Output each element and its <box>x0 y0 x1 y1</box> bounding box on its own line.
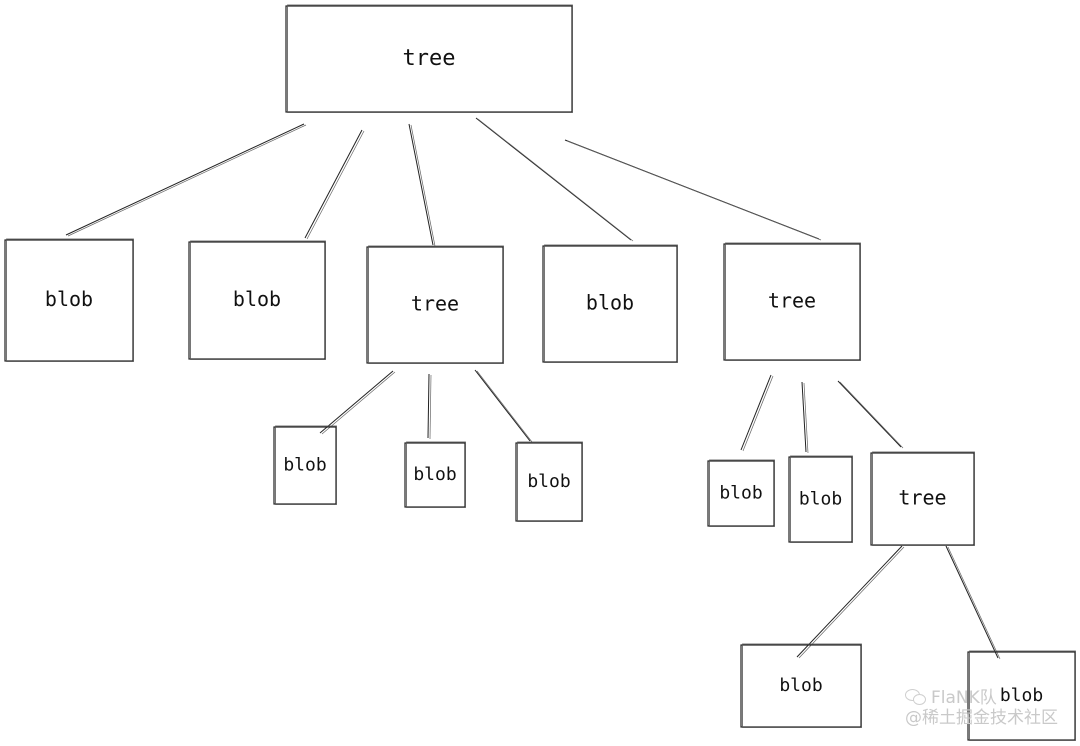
node-label: blob <box>719 483 762 504</box>
node-root: tree <box>285 4 573 113</box>
node-t3b1: blob <box>740 643 862 728</box>
node-t1b1: blob <box>273 425 337 505</box>
node-b1: blob <box>4 238 134 362</box>
edge-t1-t1b2 <box>427 373 432 440</box>
edge-root-b2 <box>304 129 365 240</box>
edge-root-t2 <box>564 139 822 241</box>
node-label: blob <box>233 287 281 311</box>
node-t1: tree <box>366 245 504 364</box>
node-label: blob <box>527 471 570 492</box>
node-label: blob <box>283 455 326 476</box>
node-label: blob <box>799 489 842 510</box>
edge-root-b1 <box>65 123 307 237</box>
node-t2b1: blob <box>707 459 775 527</box>
node-label: blob <box>45 287 93 311</box>
watermark-line1: FlaNK队 <box>931 688 997 708</box>
node-b2: blob <box>188 240 326 360</box>
node-t2: tree <box>723 242 861 361</box>
node-label: tree <box>898 486 946 510</box>
node-t2b2: blob <box>788 455 853 543</box>
node-label: tree <box>411 292 459 316</box>
edge-t3-t3b2 <box>945 545 1001 660</box>
edge-t2-t2b1 <box>740 374 774 452</box>
node-label: blob <box>586 291 634 315</box>
node-t3: tree <box>870 451 975 546</box>
edge-t1-t1b3 <box>474 369 533 443</box>
edge-t2-t2b2 <box>801 381 809 454</box>
node-label: tree <box>768 289 816 313</box>
wechat-icon <box>905 689 927 705</box>
node-t3b2: blob <box>967 650 1076 741</box>
node-t1b2: blob <box>404 441 466 508</box>
watermark-line2: @稀土掘金技术社区 <box>905 708 1058 728</box>
edge-t3-t3b1 <box>796 545 905 659</box>
edge-root-t1 <box>408 123 436 247</box>
node-label: tree <box>403 46 456 71</box>
node-t1b3: blob <box>515 441 583 522</box>
node-label: blob <box>413 464 456 485</box>
node-label: blob <box>779 675 822 696</box>
edge-root-b3 <box>475 117 634 242</box>
watermark: FlaNK队 @稀土掘金技术社区 <box>905 688 1058 728</box>
edge-t2-t3 <box>837 380 904 449</box>
node-b3: blob <box>542 244 678 363</box>
edge-t1-t1b1 <box>319 370 396 435</box>
node-label: blob <box>1000 685 1043 706</box>
